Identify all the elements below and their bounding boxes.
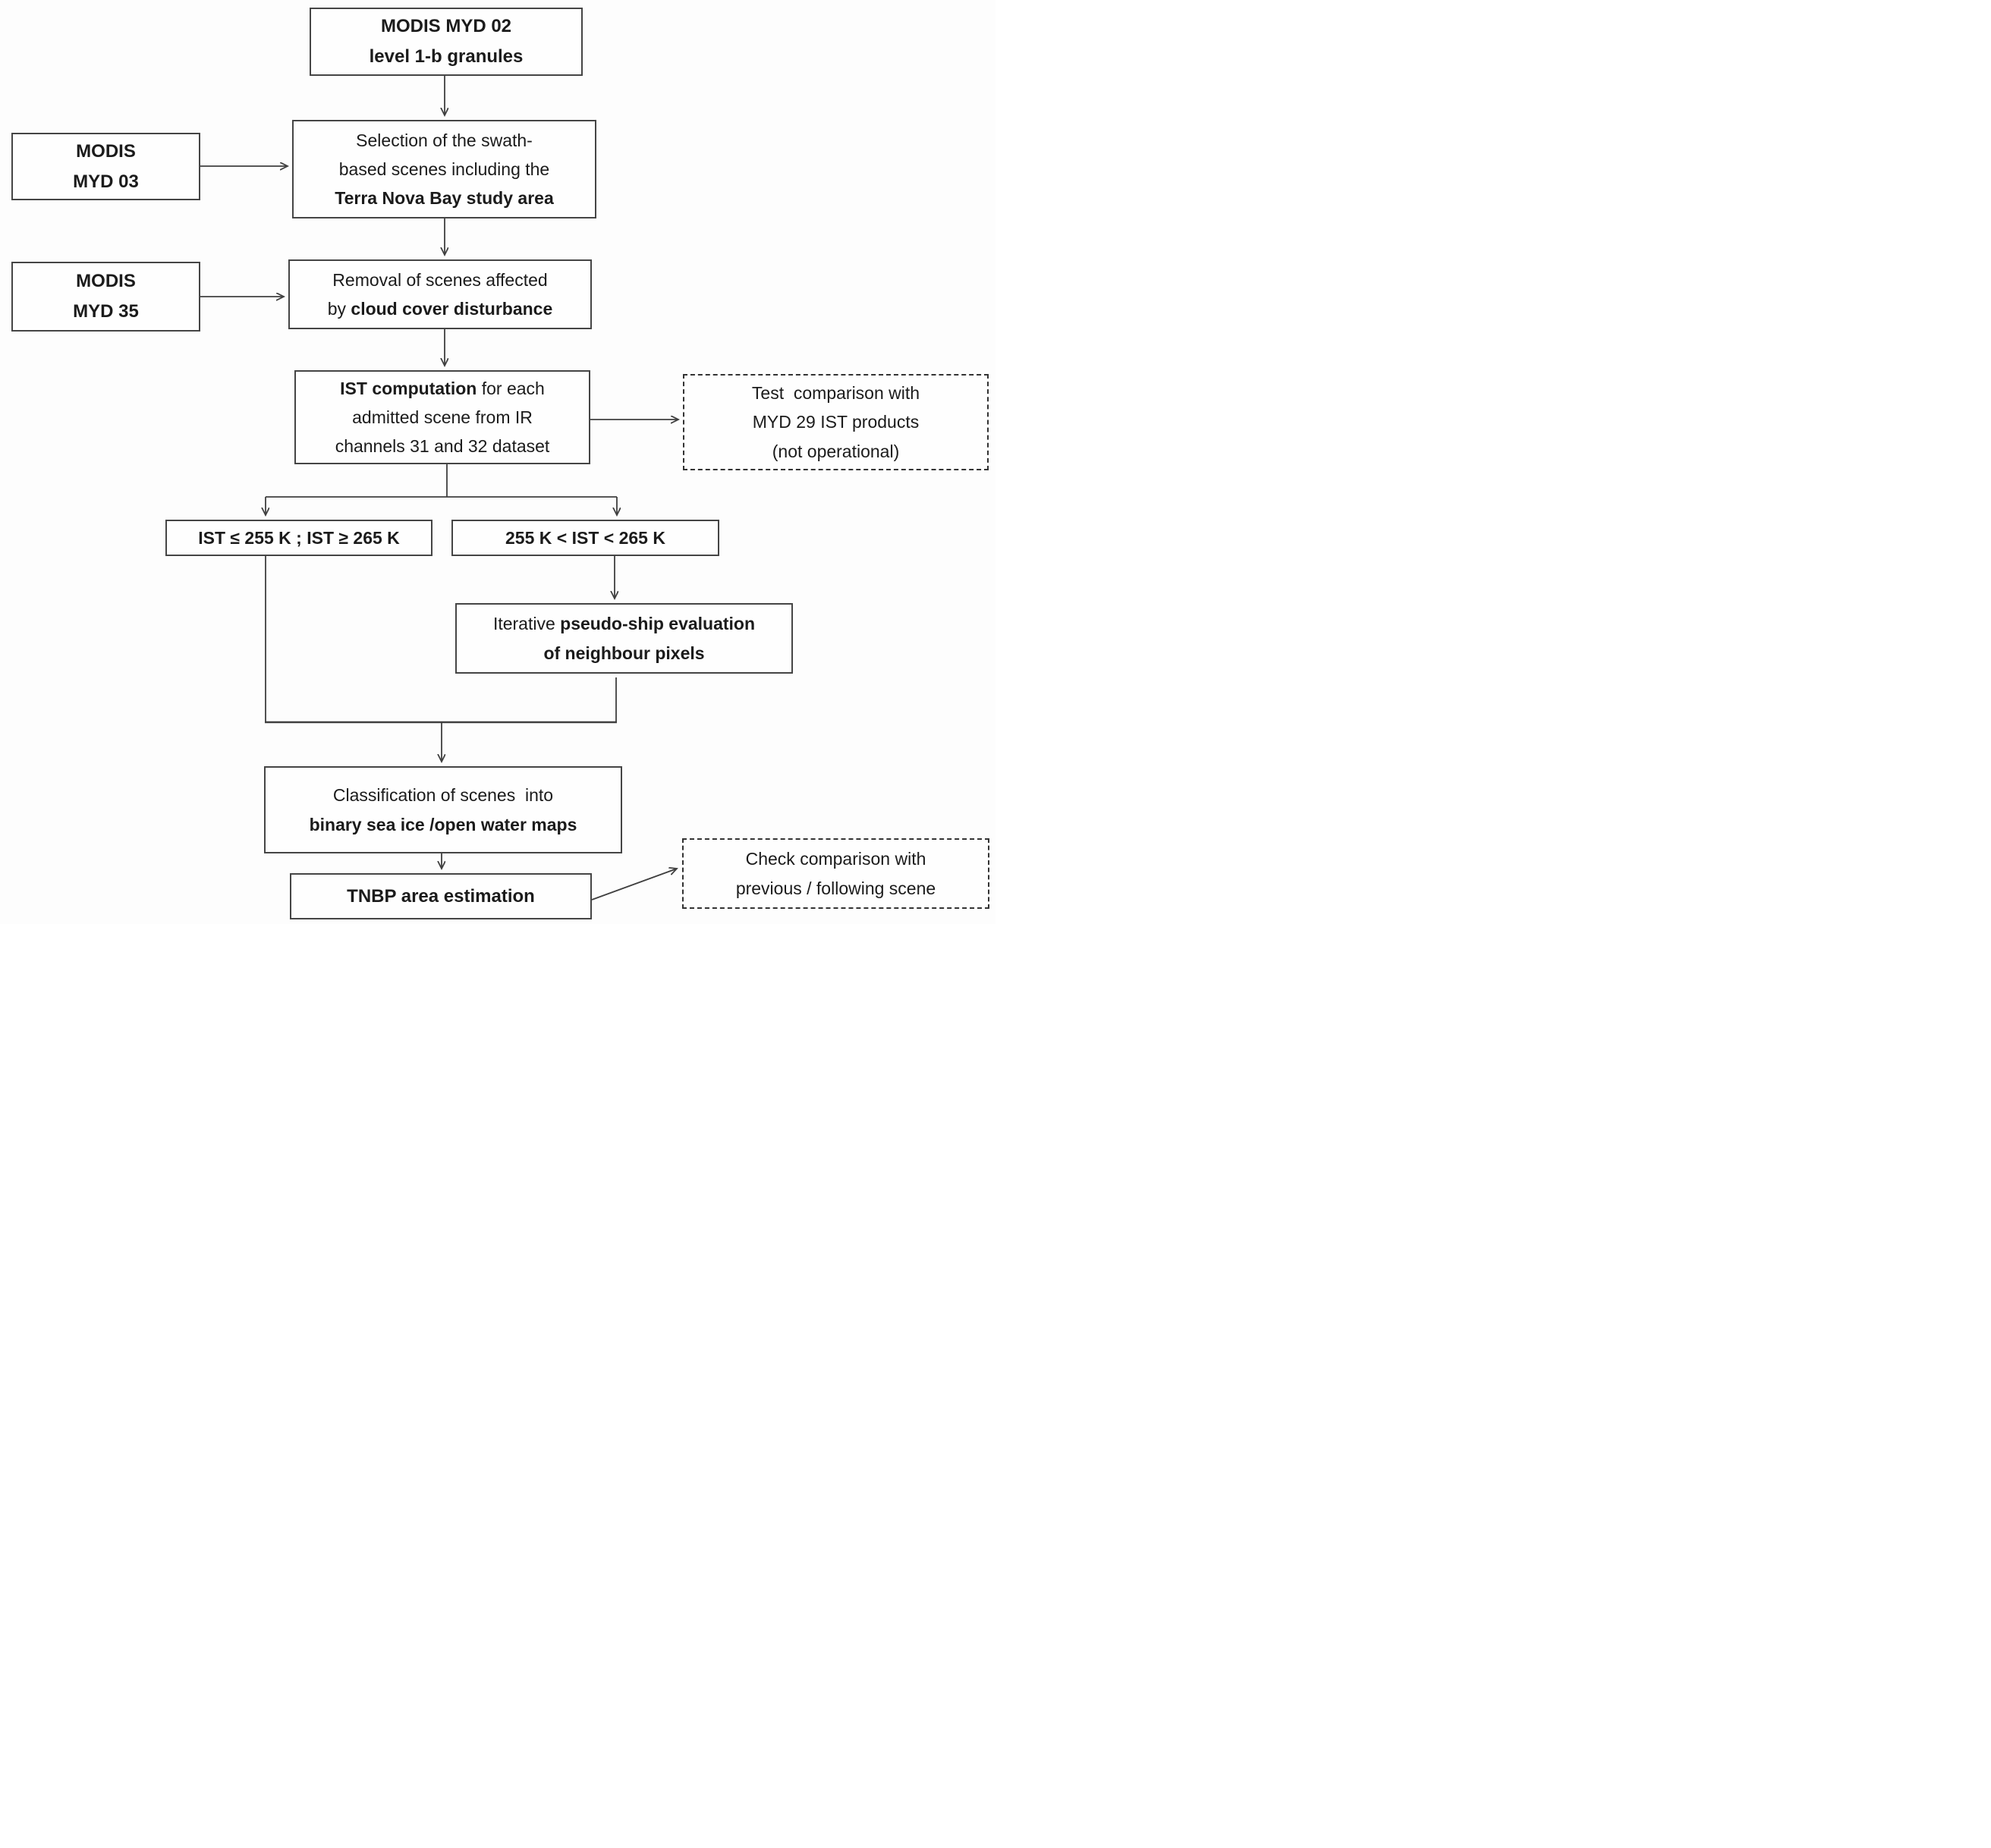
text-line: by cloud cover disturbance — [328, 294, 553, 323]
node-modis-myd02-level1b: MODIS MYD 02 level 1-b granules — [310, 8, 583, 76]
text-line: MODIS — [76, 266, 136, 297]
text-segment: 255 K < IST < 265 K — [505, 527, 665, 548]
text-segment: for each — [477, 378, 545, 398]
text-line: admitted scene from IR — [352, 403, 533, 432]
text-segment: MYD 29 IST products — [752, 412, 920, 432]
text-line: MODIS — [76, 137, 136, 167]
node-ist-threshold-outside: IST ≤ 255 K ; IST ≥ 265 K — [165, 520, 432, 556]
node-tnbp-area-estimation: TNBP area estimation — [290, 873, 592, 919]
text-line: 255 K < IST < 265 K — [505, 523, 665, 552]
node-modis-myd35: MODIS MYD 35 — [11, 262, 200, 332]
flowchart-canvas: MODIS MYD 02 level 1-b granules MODIS MY… — [0, 0, 996, 924]
text-segment: channels 31 and 32 dataset — [335, 436, 550, 457]
text-segment: of neighbour pixels — [543, 643, 705, 663]
text-line: IST computation for each — [340, 374, 545, 403]
text-line: MYD 03 — [73, 167, 139, 197]
text-segment: admitted scene from IR — [352, 407, 533, 427]
node-modis-myd03: MODIS MYD 03 — [11, 133, 200, 200]
text-line: IST ≤ 255 K ; IST ≥ 265 K — [198, 523, 400, 552]
node-ist-threshold-between: 255 K < IST < 265 K — [451, 520, 719, 556]
node-iterative-pseudo-ship: Iterative pseudo-ship evaluation of neig… — [455, 603, 793, 674]
text-segment: Terra Nova Bay study area — [335, 188, 554, 209]
text-segment: MYD 35 — [73, 301, 139, 322]
text-line: Classification of scenes into — [333, 781, 553, 809]
text-segment: Test comparison with — [751, 383, 920, 404]
text-line: MODIS MYD 02 — [381, 11, 511, 42]
text-line: Terra Nova Bay study area — [335, 184, 554, 212]
text-segment: MODIS — [76, 271, 136, 292]
text-line: Selection of the swath- — [356, 126, 533, 155]
node-selection-swath-scenes: Selection of the swath- based scenes inc… — [292, 120, 596, 218]
text-line: Removal of scenes affected — [332, 266, 547, 294]
node-removal-cloud-cover: Removal of scenes affected by cloud cove… — [288, 259, 592, 329]
text-segment: Classification of scenes into — [332, 785, 554, 806]
text-segment: MYD 03 — [73, 171, 139, 192]
text-line: Test comparison with — [752, 379, 920, 407]
arrow-tnbp-to-check-comparison — [591, 869, 677, 900]
text-segment: by — [327, 299, 351, 319]
text-segment: MODIS MYD 02 — [380, 16, 512, 37]
text-line: channels 31 and 32 dataset — [335, 432, 550, 460]
text-line: based scenes including the — [339, 155, 549, 184]
text-segment: based scenes including the — [338, 159, 550, 179]
text-line: MYD 29 IST products — [753, 407, 919, 436]
text-segment: Check comparison with — [745, 849, 926, 869]
text-line: (not operational) — [772, 437, 900, 466]
node-ist-computation: IST computation for each admitted scene … — [294, 370, 590, 464]
text-line: Check comparison with — [746, 844, 926, 873]
text-line: Iterative pseudo-ship evaluation — [493, 609, 755, 638]
text-segment: binary sea ice /open water maps — [309, 814, 577, 834]
text-segment: pseudo-ship evaluation — [560, 614, 756, 634]
node-check-comparison-scenes: Check comparison with previous / followi… — [682, 838, 989, 909]
text-segment: TNBP area estimation — [347, 885, 535, 907]
text-segment: (not operational) — [772, 441, 900, 461]
text-segment: Selection of the swath- — [356, 130, 533, 150]
node-classification-binary-maps: Classification of scenes into binary sea… — [264, 766, 622, 853]
text-line: TNBP area estimation — [347, 882, 535, 912]
text-line: MYD 35 — [73, 297, 139, 327]
text-segment: previous / following scene — [735, 878, 936, 898]
text-segment: IST ≤ 255 K ; IST ≥ 265 K — [198, 527, 400, 548]
text-segment: IST computation — [340, 378, 477, 398]
text-line: previous / following scene — [736, 874, 936, 903]
text-segment: Iterative — [492, 614, 561, 634]
text-segment: Removal of scenes affected — [332, 269, 548, 290]
text-line: level 1-b granules — [370, 42, 524, 72]
node-test-comparison-myd29: Test comparison with MYD 29 IST products… — [683, 374, 989, 470]
text-segment: level 1-b granules — [369, 46, 524, 67]
text-line: binary sea ice /open water maps — [310, 810, 577, 839]
text-segment: MODIS — [76, 140, 136, 162]
text-line: of neighbour pixels — [543, 639, 704, 668]
text-segment: cloud cover disturbance — [351, 299, 553, 319]
